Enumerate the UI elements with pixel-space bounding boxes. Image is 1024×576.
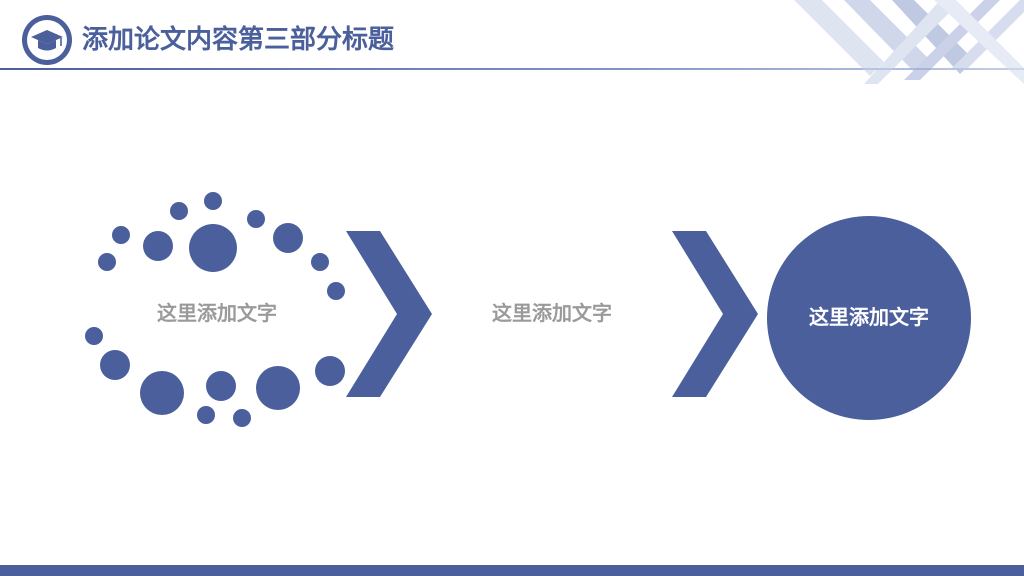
dot (100, 350, 130, 380)
dot (233, 409, 251, 427)
dot (98, 253, 116, 271)
dot (206, 371, 236, 401)
result-circle (767, 216, 971, 420)
dot (327, 282, 345, 300)
dot (256, 366, 300, 410)
dot-ring (85, 192, 345, 427)
chevron-right-icon (346, 231, 432, 397)
step3-label: 这里添加文字 (809, 305, 929, 329)
page-title: 添加论文内容第三部分标题 (82, 25, 395, 55)
dot (311, 253, 329, 271)
dot (143, 231, 173, 261)
dot (273, 223, 303, 253)
dot (85, 327, 103, 345)
dot (315, 356, 345, 386)
header-divider (0, 68, 1024, 70)
dot (170, 202, 188, 220)
step2-label: 这里添加文字 (492, 301, 612, 325)
dot (247, 210, 265, 228)
dot (197, 406, 215, 424)
step1-label: 这里添加文字 (157, 301, 277, 325)
dot (112, 226, 130, 244)
corner-decoration (794, 0, 1024, 84)
graduation-cap-logo-icon (22, 15, 72, 65)
footer-bar (0, 565, 1024, 576)
dot (204, 192, 222, 210)
chevron-right-icon (672, 231, 758, 397)
dot (189, 224, 237, 272)
dot (140, 371, 184, 415)
